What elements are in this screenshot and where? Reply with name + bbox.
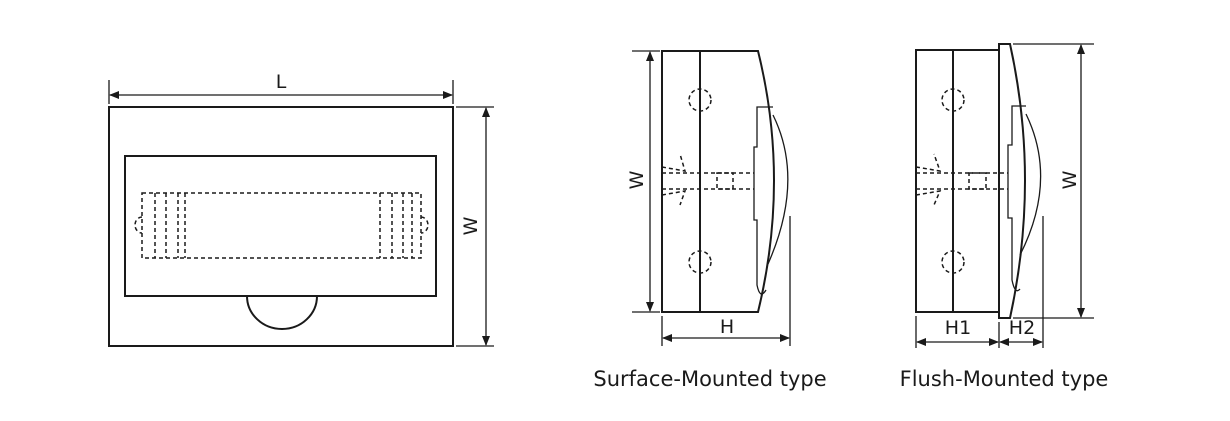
din-rail-hidden xyxy=(141,192,422,259)
h2-label: H2 xyxy=(1009,317,1035,339)
length-label: L xyxy=(276,71,287,93)
surface-body xyxy=(661,50,775,313)
surface-width-label: W xyxy=(626,170,648,189)
door-handle xyxy=(246,295,318,330)
window-frame xyxy=(124,155,437,297)
front-view: L W xyxy=(108,71,494,347)
flush-view: W H1 H2 Flush-Mounted type xyxy=(900,43,1109,391)
flush-width-label: W xyxy=(1059,170,1081,189)
surface-view: W H Surface-Mounted type xyxy=(593,50,827,391)
flush-faceplate xyxy=(998,43,1026,319)
surface-height-label: H xyxy=(720,316,734,338)
surface-caption: Surface-Mounted type xyxy=(593,367,826,391)
rail-hidden-lines xyxy=(134,193,429,258)
enclosure-outline xyxy=(108,106,454,347)
width-label: W xyxy=(460,216,482,235)
flush-caption: Flush-Mounted type xyxy=(900,367,1109,391)
h1-label: H1 xyxy=(945,317,971,339)
